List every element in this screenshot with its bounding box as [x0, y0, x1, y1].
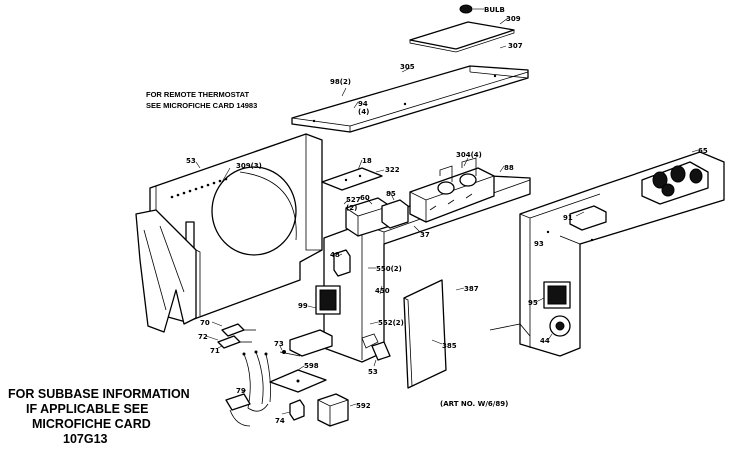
label-98-2: 98(2)	[330, 78, 351, 86]
label-65: 65	[698, 147, 708, 155]
label-592: 592	[356, 402, 371, 410]
label-bulb: BULB	[484, 6, 505, 14]
label-53-bottom: 53	[368, 368, 378, 376]
label-309: 309	[506, 15, 521, 23]
note-remote-thermostat: FOR REMOTE THERMOSTAT SEE MICROFICHE CAR…	[146, 90, 257, 110]
screw-row	[170, 177, 228, 199]
label-94-4: 94(4)	[358, 100, 369, 116]
label-387: 387	[464, 285, 479, 293]
label-598: 598	[304, 362, 319, 370]
svg-text:FOR SUBBASE INFORMATION: FOR SUBBASE INFORMATION	[8, 387, 190, 401]
bracket-592	[317, 393, 349, 427]
label-85: 85	[386, 190, 396, 198]
part-number-labels: BULB 309 307 305 98(2) 94(4) 53 309(3) 1…	[186, 6, 708, 425]
wire-harness-70	[225, 350, 271, 427]
side-bracket-18	[135, 209, 201, 333]
bracket-53-lower	[371, 341, 391, 361]
label-71: 71	[210, 347, 220, 355]
base-pan	[489, 151, 725, 357]
connector-71	[217, 335, 252, 349]
label-72: 72	[198, 333, 208, 341]
label-53-top: 53	[186, 157, 196, 165]
svg-text:107G13: 107G13	[63, 432, 108, 446]
label-73: 73	[274, 340, 284, 348]
art-number: (ART NO. W/6/89)	[440, 400, 508, 408]
part-73	[279, 350, 301, 357]
control-box	[289, 157, 531, 363]
label-307: 307	[508, 42, 523, 50]
note-subbase: FOR SUBBASE INFORMATION IF APPLICABLE SE…	[8, 387, 190, 446]
connector-72	[221, 323, 256, 337]
label-74: 74	[275, 417, 285, 425]
label-99: 99	[298, 302, 308, 310]
top-cover-305	[291, 65, 529, 133]
label-95: 95	[528, 299, 538, 307]
plate-322	[321, 167, 383, 191]
label-322: 322	[385, 166, 400, 174]
plate-598	[269, 369, 327, 393]
label-305: 305	[400, 63, 415, 71]
svg-text:IF APPLICABLE SEE: IF APPLICABLE SEE	[26, 402, 148, 416]
svg-text:FOR REMOTE THERMOSTAT: FOR REMOTE THERMOSTAT	[146, 90, 249, 99]
label-18: 18	[362, 157, 372, 165]
svg-text:SEE MICROFICHE CARD 14983: SEE MICROFICHE CARD 14983	[146, 101, 257, 110]
label-450: 450	[375, 287, 390, 295]
label-37: 37	[420, 231, 430, 239]
front-panel-387	[403, 279, 447, 389]
label-93: 93	[534, 240, 544, 248]
label-385: 385	[442, 342, 457, 350]
part-74	[289, 399, 305, 421]
label-552-2: 552(2)	[378, 319, 404, 327]
label-60: 60	[360, 194, 370, 202]
svg-text:MICROFICHE CARD: MICROFICHE CARD	[32, 417, 151, 431]
label-527-2: 527(2)	[346, 196, 361, 212]
access-panel-309	[409, 21, 515, 53]
label-48: 48	[330, 251, 340, 259]
label-309-3: 309(3)	[236, 162, 262, 170]
bulb-part	[459, 4, 480, 14]
label-550-2: 550(2)	[376, 265, 402, 273]
leader-lines	[195, 8, 699, 415]
label-79: 79	[236, 387, 246, 395]
label-91: 91	[563, 214, 573, 222]
label-44: 44	[540, 337, 550, 345]
label-304-4: 304(4)	[456, 151, 482, 159]
label-70: 70	[200, 319, 210, 327]
label-88: 88	[504, 164, 514, 172]
